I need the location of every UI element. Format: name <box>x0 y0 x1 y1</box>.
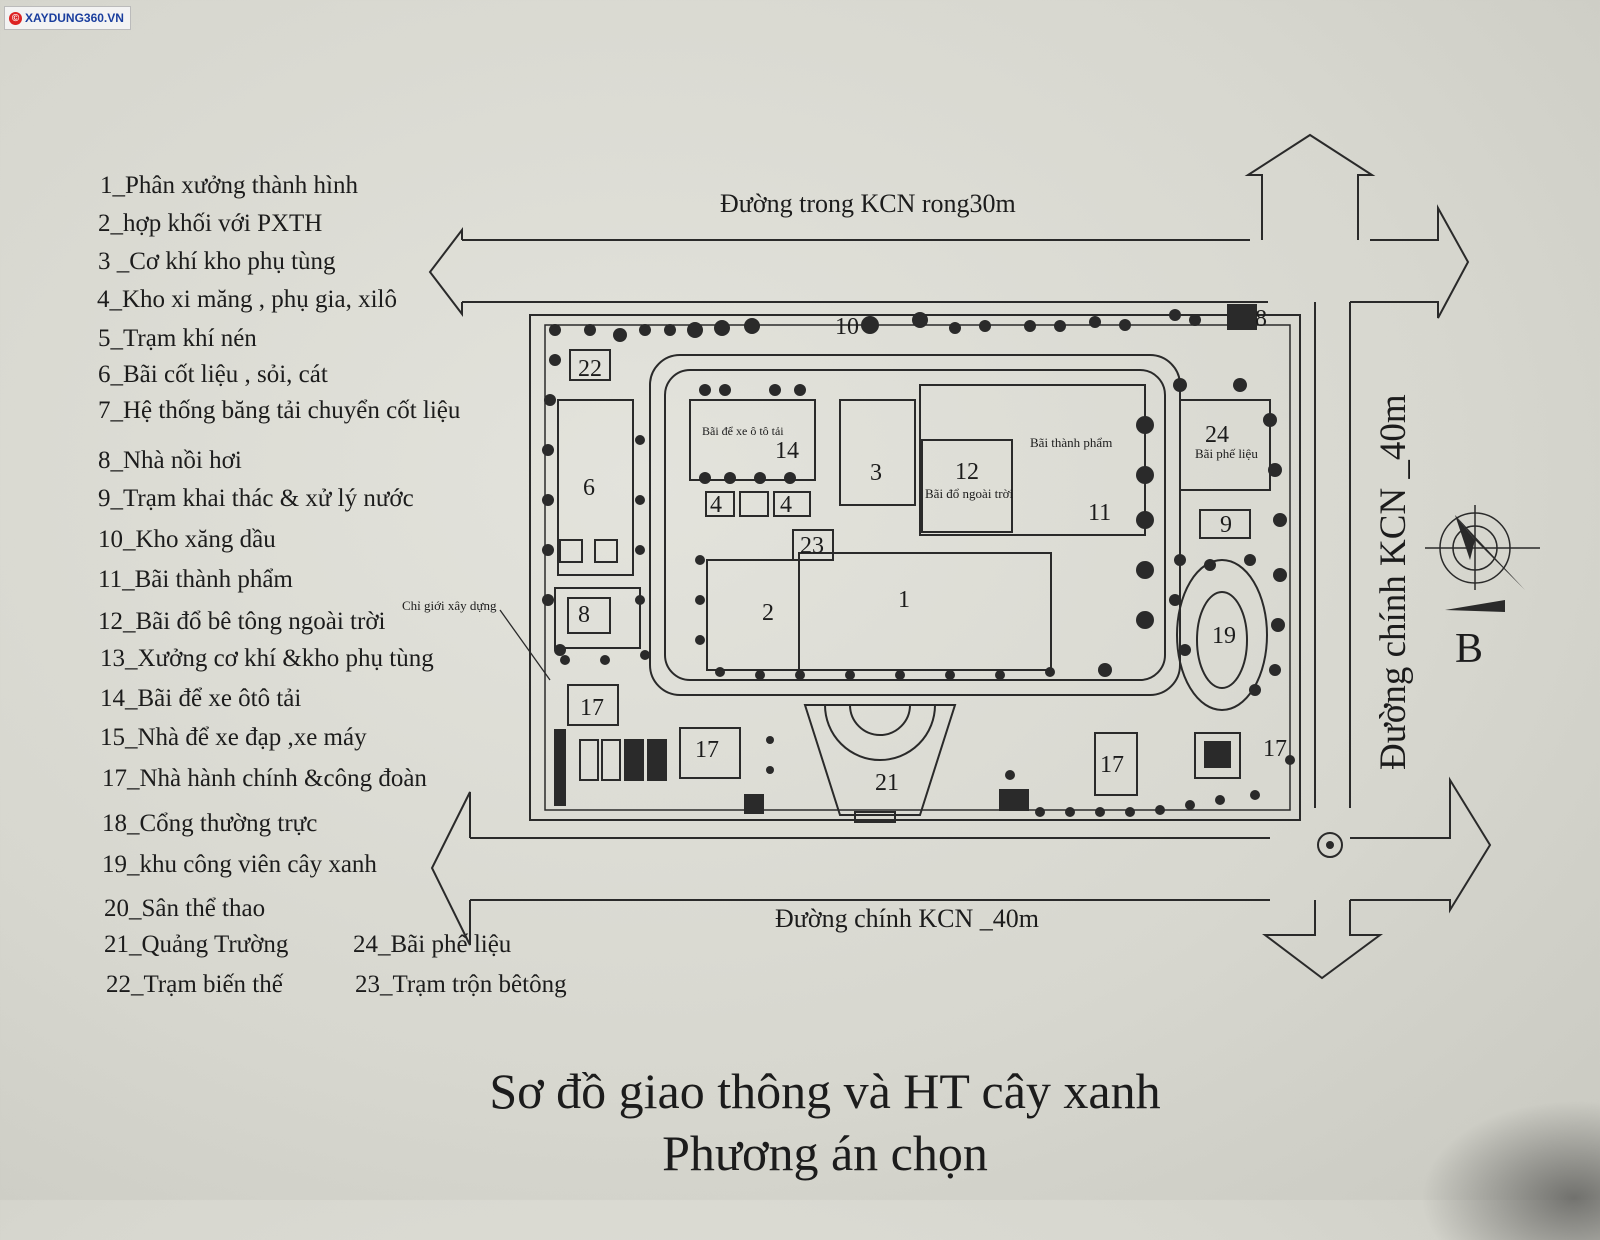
trees <box>542 309 1295 817</box>
building-8-left <box>567 597 611 634</box>
label-4a: 4 <box>710 492 722 518</box>
legend-item: 23_Trạm trộn bêtông <box>355 971 567 998</box>
building-17a <box>567 684 619 726</box>
title-block: Sơ đồ giao thông và HT cây xanh Phương á… <box>300 1060 1350 1184</box>
photo-shadow <box>1420 1100 1600 1240</box>
legend-item: 2_hợp khối với PXTH <box>98 210 323 237</box>
right-road <box>1262 302 1384 980</box>
legend-item: 12_Bãi đổ bê tông ngoài trời <box>98 608 386 635</box>
label-4b: 4 <box>780 492 792 518</box>
compass-letter: B <box>1455 626 1483 672</box>
legend-item: 9_Trạm khai thác & xử lý nước <box>98 485 414 512</box>
legend-item: 5_Trạm khí nén <box>98 325 257 352</box>
site-boundary <box>529 314 1301 821</box>
building-9 <box>1199 509 1251 539</box>
building-17d <box>1194 732 1241 779</box>
legend-item: 22_Trạm biến thế <box>106 971 283 998</box>
label-scrap-yard: Bãi phế liệu <box>1195 446 1258 461</box>
legend-item: 7_Hệ thống băng tải chuyển cốt liệu <box>98 397 461 424</box>
legend-item: 8_Nhà nồi hơi <box>98 447 242 474</box>
top-road <box>428 227 1268 317</box>
boundary-label: Chỉ giới xây dựng <box>402 598 497 613</box>
building-6 <box>557 399 634 576</box>
legend-item: 14_Bãi để xe ôtô tải <box>100 685 302 712</box>
label-2: 2 <box>762 600 774 626</box>
right-lower-arrow <box>1350 776 1492 914</box>
label-3: 3 <box>870 460 882 486</box>
park-19 <box>1176 559 1268 711</box>
label-finished-goods: Bãi thành phẩm <box>1030 435 1112 450</box>
building-14 <box>689 399 816 481</box>
label-6: 6 <box>583 475 595 501</box>
label-17d: 17 <box>1263 736 1287 762</box>
title-line-2: Phương án chọn <box>662 1125 988 1181</box>
label-parking-trucks: Bãi để xe ô tô tải <box>702 424 784 438</box>
label-8b: 8 <box>1255 306 1267 332</box>
building-22 <box>569 349 611 381</box>
label-9: 9 <box>1220 512 1232 538</box>
compass-icon: B <box>1425 505 1540 672</box>
legend: 1_Phân xưởng thành hình 2_hợp khối với P… <box>0 0 600 1020</box>
legend-item: 21_Quảng Trường <box>104 931 289 958</box>
legend-item: 18_Cổng thường trực <box>102 810 318 837</box>
legend-item: 6_Bãi cốt liệu , sỏi, cát <box>98 361 328 388</box>
road-label-bottom: Đường chính KCN _40m <box>775 904 1039 933</box>
legend-item: 1_Phân xưởng thành hình <box>100 172 359 199</box>
building-4b <box>773 491 811 517</box>
label-21: 21 <box>875 770 899 796</box>
road-label-top: Đường trong KCN rong30m <box>720 189 1016 218</box>
legend-item: 17_Nhà hành chính &công đoàn <box>102 765 427 792</box>
watermark-text: XAYDUNG360.VN <box>25 11 124 25</box>
label-22: 22 <box>578 356 602 382</box>
building-3 <box>839 399 916 506</box>
right-upper-arrow <box>1350 204 1470 319</box>
label-outdoor-concrete: Bãi đổ ngoài trời <box>925 486 1014 501</box>
label-23: 23 <box>800 533 824 559</box>
building-4a <box>705 491 735 517</box>
copyright-icon: © <box>9 11 22 25</box>
watermark: © XAYDUNG360.VN <box>4 6 131 30</box>
label-10: 10 <box>835 314 859 340</box>
building-17b <box>679 727 741 779</box>
bottom-road <box>430 791 1270 946</box>
label-11: 11 <box>1088 500 1111 526</box>
legend-item: 20_Sân thể thao <box>104 895 266 922</box>
building-2 <box>706 559 800 671</box>
plaza-21 <box>803 704 957 816</box>
label-19: 19 <box>1212 623 1236 649</box>
legend-item: 4_Kho xi măng , phụ gia, xilô <box>97 286 397 313</box>
label-12: 12 <box>955 459 979 485</box>
building-8-right <box>1227 304 1257 330</box>
label-17c: 17 <box>1100 752 1124 778</box>
legend-item: 10_Kho xăng dầu <box>98 526 276 553</box>
road-label-right: Đường chính KCN _40m <box>1373 394 1414 770</box>
legend-item: 15_Nhà để xe đạp ,xe máy <box>100 724 367 751</box>
legend-item: 24_Bãi phế liệu <box>353 931 512 958</box>
legend-item: 3 _Cơ khí kho phụ tùng <box>98 248 336 275</box>
building-17c <box>1094 732 1138 796</box>
building-1 <box>798 552 1052 671</box>
label-1: 1 <box>898 587 910 613</box>
site-text: Đường trong KCN rong30m Đường chính KCN … <box>402 189 1414 933</box>
building-24 <box>1179 399 1271 491</box>
label-14: 14 <box>775 438 799 464</box>
top-right-road <box>1244 133 1376 240</box>
label-17a: 17 <box>580 695 604 721</box>
site-plan: Đường trong KCN rong30m Đường chính KCN … <box>402 133 1540 980</box>
building-12 <box>921 439 1013 533</box>
label-17b: 17 <box>695 737 719 763</box>
legend-item: 19_khu công viên cây xanh <box>102 851 377 878</box>
building-11 <box>919 384 1146 536</box>
title-line-1: Sơ đồ giao thông và HT cây xanh <box>489 1063 1161 1119</box>
legend-item: 13_Xưởng cơ khí &kho phụ tùng <box>100 645 434 672</box>
label-24: 24 <box>1205 422 1229 448</box>
legend-item: 11_Bãi thành phẩm <box>98 566 293 593</box>
label-8a: 8 <box>578 602 590 628</box>
building-23 <box>792 529 834 561</box>
